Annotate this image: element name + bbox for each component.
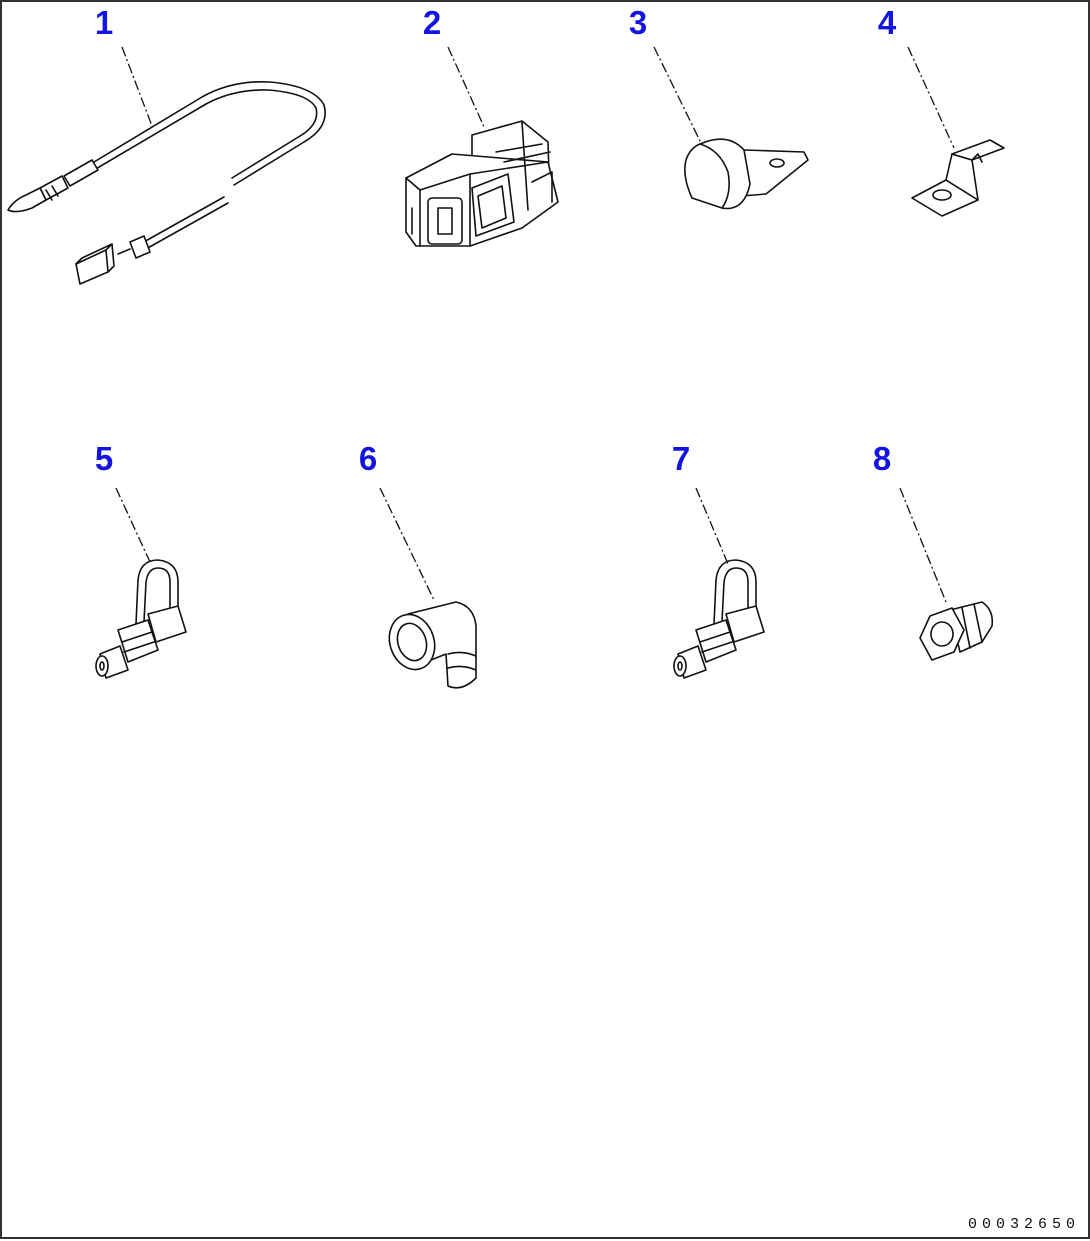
leader-line-8 bbox=[899, 487, 947, 603]
leader-line-2 bbox=[447, 46, 486, 130]
sensor-clamp-icon bbox=[673, 559, 765, 679]
leader-line-7 bbox=[695, 487, 729, 565]
callout-2: 2 bbox=[423, 4, 441, 41]
callout-3: 3 bbox=[629, 4, 647, 41]
leader-lines bbox=[115, 46, 955, 603]
sensor-clamp-icon bbox=[95, 559, 187, 679]
clip-icon bbox=[684, 138, 809, 210]
nut-icon bbox=[919, 601, 994, 661]
callout-8: 8 bbox=[873, 440, 891, 477]
callout-4: 4 bbox=[878, 4, 897, 41]
leader-line-4 bbox=[907, 46, 955, 149]
leader-line-6 bbox=[379, 487, 435, 601]
callout-7: 7 bbox=[672, 440, 690, 477]
callout-1: 1 bbox=[95, 4, 113, 41]
callout-5: 5 bbox=[95, 440, 113, 477]
elbow-icon bbox=[388, 601, 477, 689]
connector-icon bbox=[405, 120, 559, 247]
callout-6: 6 bbox=[359, 440, 377, 477]
leader-line-5 bbox=[115, 487, 151, 563]
leader-line-1 bbox=[121, 46, 153, 127]
leader-line-3 bbox=[653, 46, 703, 146]
drawing-number: 00032650 bbox=[967, 1216, 1080, 1233]
bracket-icon bbox=[911, 139, 1005, 217]
temperature-sensor-harness-icon bbox=[7, 80, 326, 285]
